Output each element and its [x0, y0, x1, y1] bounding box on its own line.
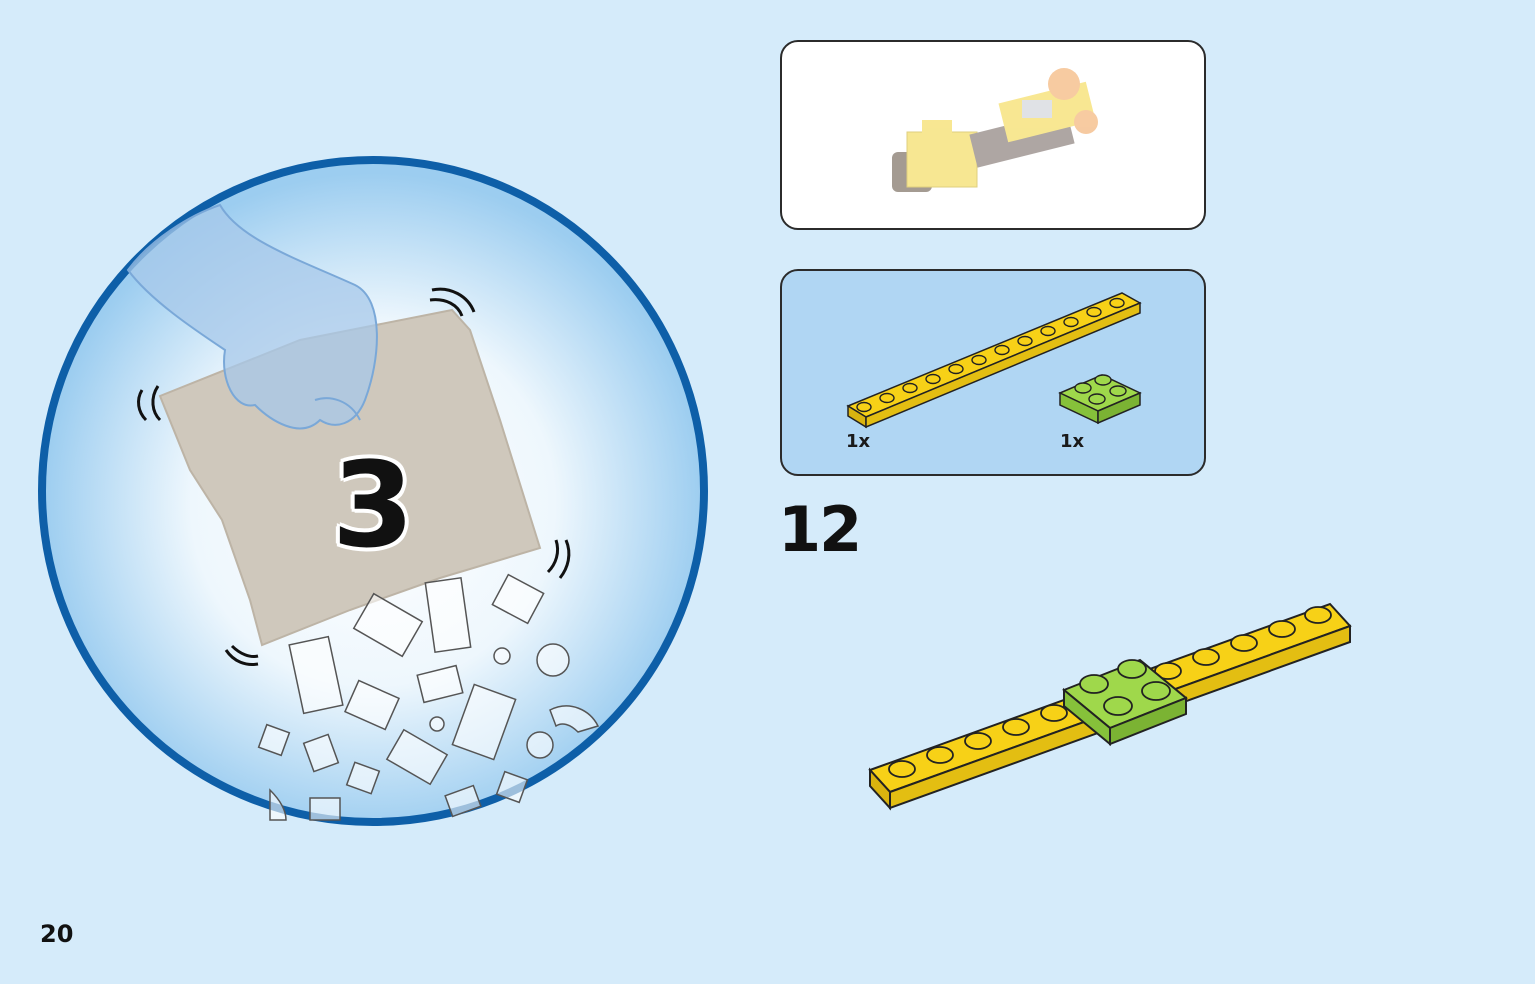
parts-needed-panel: 1x 1x [780, 269, 1206, 476]
page-number: 20 [40, 920, 74, 948]
hand-icon [126, 203, 378, 430]
step-number: 12 [778, 493, 862, 566]
placed-plate-2x2 [1062, 658, 1188, 747]
bag-number: 3 [331, 436, 415, 574]
part-quantity-plate-2x2: 1x [1060, 431, 1085, 452]
model-preview-panel [780, 40, 1206, 230]
part-plate-1x12-icon [846, 292, 1142, 429]
model-preview-image [892, 68, 1098, 192]
part-quantity-plate-1x12: 1x [846, 431, 871, 452]
falling-bricks-icon [257, 573, 600, 821]
part-plate-2x2-icon [1058, 374, 1142, 425]
shake-marks-icon [137, 287, 571, 666]
